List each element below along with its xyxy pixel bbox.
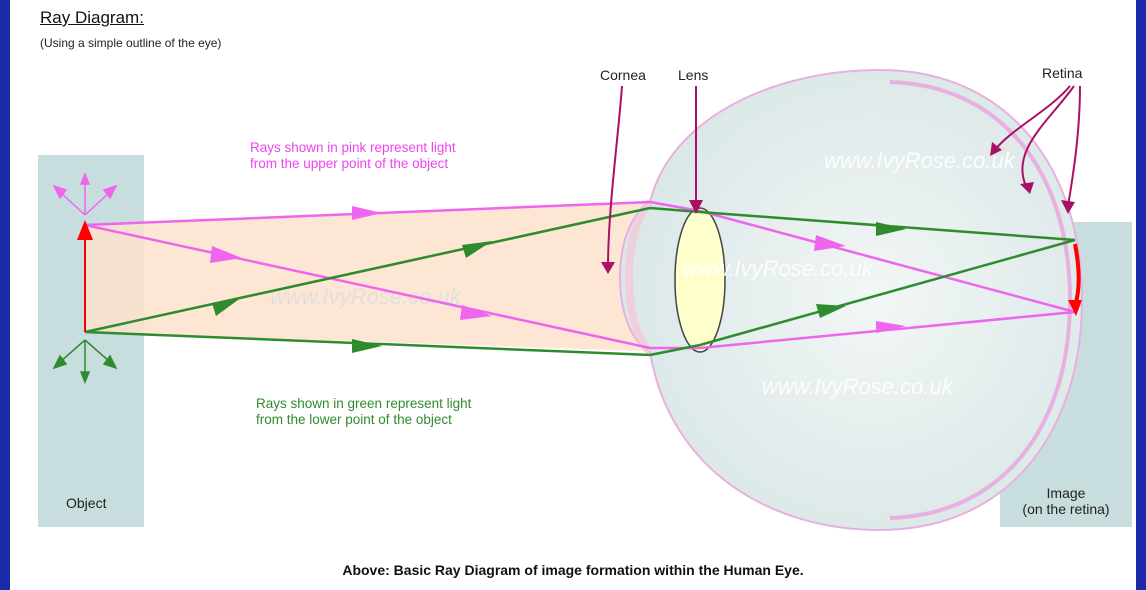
- ray-diagram-svg: www.IvyRose.co.uk www.IvyRose.co.uk www.…: [38, 65, 1132, 532]
- cornea-pointer: [607, 85, 623, 269]
- watermark-3: www.IvyRose.co.uk: [824, 148, 1016, 173]
- pink-arrowheads: [210, 206, 906, 333]
- green-arrowhead: [816, 304, 846, 318]
- retina-pointer-3: [1067, 85, 1081, 207]
- green-arrowhead: [876, 222, 906, 236]
- pink-note-line2: from the upper point of the object: [250, 156, 448, 171]
- watermark-2: www.IvyRose.co.uk: [682, 256, 874, 281]
- cornea-pointer-head: [601, 262, 615, 274]
- light-cone: [85, 202, 670, 352]
- retina-pointer-2: [1021, 85, 1075, 187]
- retina-label: Retina: [1042, 65, 1083, 81]
- diagram-subtitle: (Using a simple outline of the eye): [40, 36, 222, 50]
- upper-point-rays: [52, 171, 118, 216]
- green-arrowhead: [352, 339, 382, 353]
- green-note-line2: from the lower point of the object: [256, 412, 452, 427]
- object-label: Object: [66, 495, 107, 511]
- green-ray-top-inside: [649, 206, 1076, 242]
- pink-arrowhead: [460, 305, 492, 320]
- green-arrowhead: [462, 241, 492, 258]
- diagram-caption: Above: Basic Ray Diagram of image format…: [342, 562, 804, 578]
- diagram-title: Ray Diagram:: [40, 8, 144, 27]
- green-note-line1: Rays shown in green represent light: [256, 396, 472, 411]
- retina-image-arrowhead: [1068, 300, 1082, 316]
- watermark-4: www.IvyRose.co.uk: [762, 374, 954, 399]
- object-arrow-head: [77, 220, 93, 240]
- lower-point-rays: [52, 339, 118, 385]
- pink-arrowhead: [210, 246, 242, 263]
- green-arrowhead: [212, 297, 242, 316]
- retina-pointer-1: [994, 85, 1071, 151]
- watermark-1: www.IvyRose.co.uk: [270, 284, 462, 309]
- lens-pointer-head: [689, 200, 703, 214]
- image-sublabel: (on the retina): [1022, 501, 1109, 517]
- pink-arrowhead: [352, 206, 382, 220]
- image-label: Image: [1047, 485, 1086, 501]
- pink-arrowhead: [876, 321, 906, 333]
- green-arrowheads: [212, 222, 906, 353]
- diagram-canvas: Ray Diagram: (Using a simple outline of …: [10, 0, 1136, 590]
- lens-shape: [674, 207, 726, 353]
- green-ray-top: [84, 206, 651, 334]
- object-panel: [38, 155, 144, 527]
- cornea-label: Cornea: [600, 67, 646, 83]
- pink-ray-bottom: [84, 223, 651, 350]
- pink-note-line1: Rays shown in pink represent light: [250, 140, 456, 155]
- pink-ray-bottom-inside: [650, 310, 1076, 350]
- pink-arrowhead: [814, 235, 846, 251]
- lens-label: Lens: [678, 67, 708, 83]
- cornea-bulge: [625, 199, 654, 355]
- green-ray-bottom-inside: [649, 238, 1076, 357]
